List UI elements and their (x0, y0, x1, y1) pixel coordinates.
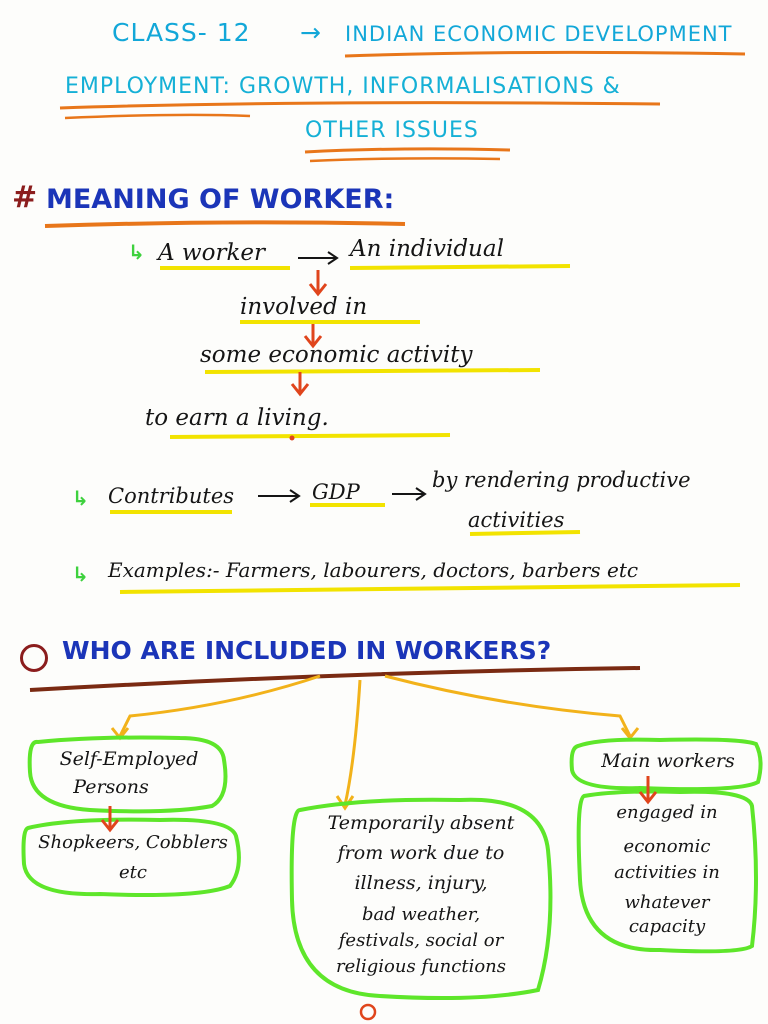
def-worker: A worker (158, 240, 265, 266)
section2-heading: WHO ARE INCLUDED IN WORKERS? (62, 636, 552, 665)
box2-line1: Temporarily absent (327, 812, 515, 834)
box-main-workers (569, 737, 763, 792)
box-engaged (576, 789, 758, 954)
hook-arrow-icon: ↳ (72, 562, 89, 586)
chapter-title-line2: OTHER ISSUES (305, 118, 479, 143)
box3-line4: whatever (624, 892, 710, 913)
arrow-down-2 (303, 324, 323, 349)
hl-examples (119, 583, 741, 594)
question-mark-icon (20, 644, 48, 672)
box3-line3: activities in (614, 862, 720, 883)
box1-title-line2: Persons (73, 776, 149, 798)
class-label: CLASS- 12 (112, 18, 251, 47)
box3-title: Main workers (601, 750, 735, 772)
box3-line5: capacity (628, 916, 706, 937)
arrow-down-3 (290, 372, 310, 397)
box2-line4: bad weather, (361, 904, 481, 925)
hl-earn (169, 433, 451, 439)
hook-arrow-icon: ↳ (72, 486, 89, 510)
activities-text: activities (468, 508, 565, 532)
arrow-right-3 (392, 487, 427, 501)
box-shopkeepers (21, 817, 241, 897)
examples-text: Examples:- Farmers, labourers, doctors, … (108, 558, 639, 582)
arrow-right-2 (258, 489, 301, 503)
dot-mark (289, 435, 295, 441)
arrow-down-1 (308, 270, 328, 297)
def-individual: An individual (350, 236, 504, 262)
box1-detail-line2: etc (119, 862, 147, 883)
box2-line6: religious functions (335, 956, 507, 977)
gdp-label: GDP (312, 480, 360, 504)
title-underline-4 (304, 147, 511, 154)
box2-line5: festivals, social or (338, 930, 504, 951)
box1-detail-line1: Shopkeers, Cobblers (38, 832, 228, 853)
chapter-title-line1: EMPLOYMENT: GROWTH, INFORMALISATIONS & (65, 74, 621, 99)
title-arrow: → (300, 18, 322, 47)
arrow-box3 (638, 776, 658, 805)
hl-economic (204, 368, 541, 374)
title-underline-5 (309, 157, 501, 163)
contributes-label: Contributes (108, 484, 235, 508)
box3-line1: engaged in (616, 802, 718, 823)
rendering-text: by rendering productive (432, 468, 691, 492)
box-temporarily-absent (289, 797, 553, 1000)
arrow-right-1 (298, 251, 339, 265)
box3-line2: economic (623, 836, 711, 857)
title-underline-2 (59, 101, 661, 110)
title-underline-1 (344, 50, 746, 58)
arrow-box1 (100, 806, 120, 833)
hook-arrow-icon: ↳ (128, 240, 145, 264)
box2-line2: from work due to (337, 842, 505, 864)
heading2-underline (29, 666, 641, 692)
def-earn: to earn a living. (145, 405, 329, 431)
title-underline-3 (64, 113, 251, 120)
page-mark (359, 1003, 377, 1021)
hash-icon: # (12, 180, 38, 215)
def-activity: some economic activity (200, 342, 473, 368)
hl-activities (469, 530, 581, 536)
heading1-underline (44, 220, 406, 228)
subject-title: INDIAN ECONOMIC DEVELOPMENT (345, 22, 733, 46)
box2-line3: illness, injury, (354, 872, 488, 894)
branch-lines (110, 674, 640, 811)
hl-individual (349, 264, 571, 270)
section1-heading: MEANING OF WORKER: (46, 184, 395, 215)
def-involved: involved in (240, 294, 368, 320)
box-self-employed (27, 735, 228, 814)
box1-title-line1: Self-Employed (59, 748, 199, 770)
